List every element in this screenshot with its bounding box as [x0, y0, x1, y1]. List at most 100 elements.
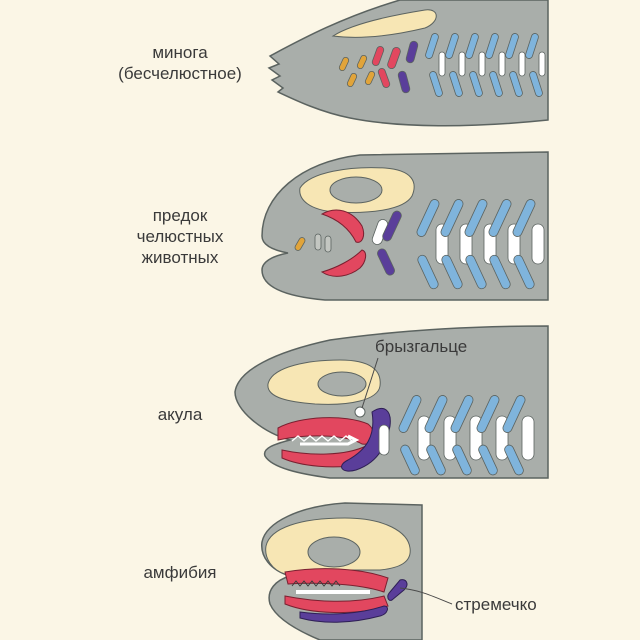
- ancestor-gill-slit: [459, 223, 473, 265]
- spiracle-pointer: [361, 357, 379, 409]
- shark-gill-arch-lower: [400, 444, 420, 476]
- label-ancestor-line-1: предок: [152, 206, 208, 225]
- label-ancestor-line-3: животных: [141, 248, 219, 267]
- ancestor-head: [261, 151, 549, 301]
- label-shark-line-1: акула: [157, 405, 203, 424]
- callout-spiracle: брызгальце: [375, 337, 468, 356]
- shark-spiracle: [354, 406, 366, 418]
- lamprey-gill-slit: [518, 51, 526, 77]
- shark-gill-slit: [417, 415, 431, 461]
- gill-arches: [294, 33, 546, 476]
- ancestor-gill-arch-lower: [417, 254, 439, 290]
- shark-gill-slit: [469, 415, 483, 461]
- shark-gill-slit: [521, 415, 535, 461]
- lamprey-hyoid-bar: [405, 40, 419, 64]
- amphibian-teeth: [291, 580, 341, 587]
- ancestor-body: [261, 151, 549, 301]
- lamprey-premandibular-bar: [338, 56, 350, 72]
- lamprey-gill-arch-lower: [509, 71, 523, 97]
- ancestor-gill-arch-lower: [513, 254, 535, 290]
- ancestor-hyoid-arch-lower: [377, 248, 395, 276]
- label-shark: акула: [120, 404, 240, 425]
- amphibian-lower-jaw: [284, 595, 389, 614]
- lamprey-gill-arch-upper: [505, 33, 519, 59]
- lamprey-head: [267, 0, 549, 127]
- label-lamprey-line-1: минога: [152, 43, 208, 62]
- lamprey-mandibular-bar: [371, 45, 385, 67]
- ancestor-gill-slit: [435, 223, 449, 265]
- lamprey-gill-arch-upper: [525, 33, 539, 59]
- amphibian-body: [261, 502, 423, 640]
- ancestor-gill-arch-upper: [440, 199, 464, 237]
- amphibian-head: [261, 502, 453, 640]
- shark-lower-jaw: [281, 445, 374, 468]
- shark-cranium: [267, 359, 381, 405]
- amphibian-upper-jaw: [284, 568, 389, 593]
- lamprey-gill-arch-lower: [489, 71, 503, 97]
- label-lamprey-line-2: (бесчелюстное): [118, 64, 242, 83]
- shark-gill-arch-upper: [502, 395, 526, 433]
- ancestor-spiracle-slit: [371, 219, 389, 245]
- lamprey-gill-arch-lower: [429, 71, 443, 97]
- lamprey-gill-arch-upper: [425, 33, 439, 59]
- lamprey-cranium: [331, 9, 437, 38]
- lamprey-gill-slit: [538, 51, 546, 77]
- ancestor-gill-arch-upper: [464, 199, 488, 237]
- amphibian-stapes: [387, 579, 408, 601]
- lamprey-hyoid-bar: [397, 70, 411, 94]
- ancestor-premandibular-bar: [324, 235, 332, 253]
- ancestor-hyoid-arch-upper: [382, 210, 402, 242]
- ancestor-gill-arch-upper: [488, 199, 512, 237]
- shark-gill-arch-upper: [398, 395, 422, 433]
- ancestor-cranium: [299, 167, 415, 213]
- lamprey-mandibular-bar: [387, 47, 401, 69]
- shark-gill-slit: [495, 415, 509, 461]
- ancestor-gill-arch-lower: [489, 254, 511, 290]
- ancestor-gill-arch-lower: [465, 254, 487, 290]
- lamprey-gill-slit: [438, 51, 446, 77]
- ancestor-gill-arch-upper: [416, 199, 440, 237]
- shark-hyomandibula: [341, 408, 391, 472]
- shark-gill-arch-lower: [426, 444, 446, 476]
- shark-eye: [317, 371, 367, 397]
- ancestor-gill-slit: [531, 223, 545, 265]
- shark-gill-arch-upper: [424, 395, 448, 433]
- shark-gill-slit: [378, 424, 390, 456]
- stapes-pointer: [399, 587, 453, 605]
- shark-teeth: [291, 435, 353, 442]
- lamprey-body: [267, 0, 549, 127]
- lamprey-gill-arch-upper: [485, 33, 499, 59]
- ancestor-premandibular-bar: [294, 237, 306, 251]
- ancestor-lower-mandibular-arch: [320, 249, 367, 277]
- lamprey-gill-arch-lower: [449, 71, 463, 97]
- shark-gill-slit: [443, 415, 457, 461]
- shark-gill-arch-lower: [452, 444, 472, 476]
- label-amphibian-line-1: амфибия: [143, 563, 217, 582]
- shark-mouth-gap: [300, 434, 360, 446]
- shark-gill-arch-upper: [450, 395, 474, 433]
- label-amphibian: амфибия: [110, 562, 250, 583]
- ancestor-eye: [329, 176, 383, 204]
- shark-gill-arch-upper: [476, 395, 500, 433]
- amphibian-skull: [265, 517, 411, 576]
- ancestor-premandibular-bar: [314, 233, 322, 251]
- lamprey-gill-arch-lower: [469, 71, 483, 97]
- ancestor-upper-mandibular-arch: [320, 209, 365, 243]
- ancestor-gill-slit: [507, 223, 521, 265]
- label-ancestor-line-2: челюстных: [136, 227, 224, 246]
- ancestor-gill-slit: [483, 223, 497, 265]
- lamprey-premandibular-bar: [356, 54, 368, 70]
- lamprey-premandibular-bar: [364, 70, 376, 86]
- ancestor-gill-arch-upper: [512, 199, 536, 237]
- amphibian-eye: [307, 536, 361, 568]
- callout-stapes: стремечко: [455, 595, 537, 614]
- lamprey-gill-slit: [498, 51, 506, 77]
- lamprey-premandibular-bar: [346, 72, 358, 88]
- label-jawed-ancestor: предок челюстных животных: [110, 205, 250, 268]
- shark-gill-arch-lower: [504, 444, 524, 476]
- lamprey-mandibular-bar: [377, 67, 391, 89]
- lamprey-gill-slit: [458, 51, 466, 77]
- ancestor-gill-arch-lower: [441, 254, 463, 290]
